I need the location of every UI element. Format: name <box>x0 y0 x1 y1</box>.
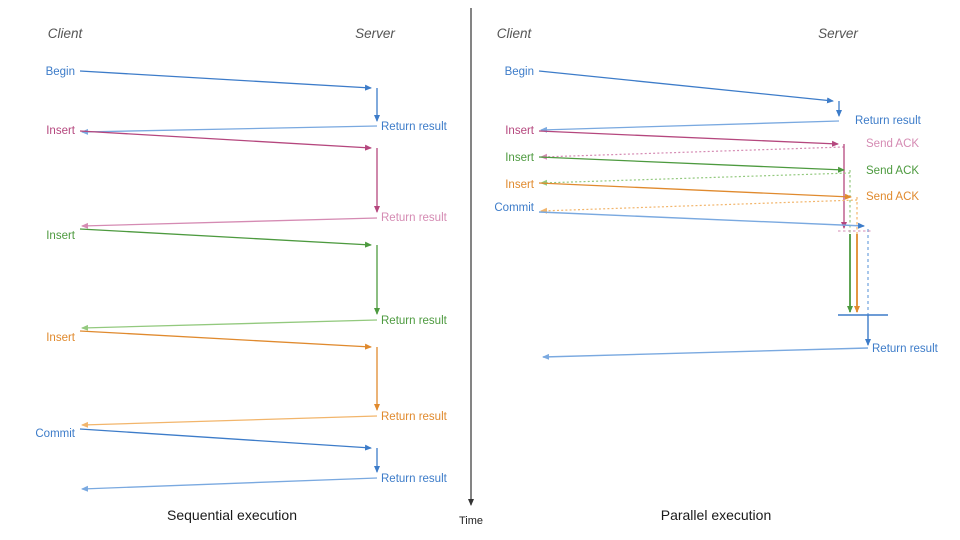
right-actor-client-label: Client <box>497 26 533 41</box>
left-message-group-insert-1: Insert Return result <box>46 125 448 229</box>
time-axis: Time <box>459 8 483 527</box>
right-reply-arrow-begin <box>540 120 840 133</box>
right-message-group-insert-1: Insert Send ACK <box>505 125 919 229</box>
right-ack-arrow-insert-2 <box>540 172 851 186</box>
left-msg-label-commit: Commit <box>35 428 75 440</box>
left-msg-label-insert-2: Insert <box>46 230 76 242</box>
left-reply-arrow-insert-2 <box>81 319 378 331</box>
right-msg-label-insert-1: Insert <box>505 125 535 137</box>
right-request-arrow-commit <box>538 211 865 229</box>
right-request-arrow-insert-2 <box>538 156 845 173</box>
right-message-group-commit: Commit Return result <box>494 202 939 360</box>
left-reply-arrow-insert-3 <box>81 415 378 428</box>
left-msg-label-begin: Begin <box>46 66 75 78</box>
right-ack-arrow-insert-1 <box>540 146 845 160</box>
right-actor-server-label: Server <box>818 26 858 41</box>
right-request-arrow-insert-3 <box>538 182 852 200</box>
right-request-arrow-insert-1 <box>538 130 839 147</box>
right-reply-arrow-commit <box>542 347 869 360</box>
right-reply-label-insert-2: Send ACK <box>866 165 919 177</box>
left-actor-client-label: Client <box>48 26 84 41</box>
left-request-arrow-insert-3 <box>79 330 372 350</box>
left-request-arrow-begin <box>79 70 372 91</box>
left-reply-arrow-insert-1 <box>81 217 378 229</box>
left-message-group-insert-2: Insert Return result <box>46 228 448 331</box>
left-panel-sequential: Client Server Begin Return result Insert… <box>35 26 447 523</box>
left-reply-label-insert-2: Return result <box>381 315 448 327</box>
time-axis-label: Time <box>459 515 483 527</box>
right-reply-label-commit: Return result <box>872 343 939 355</box>
left-reply-arrow-begin <box>81 125 378 135</box>
right-ack-arrow-insert-3 <box>540 199 858 214</box>
left-message-group-begin: Begin Return result <box>46 66 448 135</box>
left-reply-label-commit: Return result <box>381 473 448 485</box>
left-reply-label-insert-3: Return result <box>381 411 448 423</box>
left-request-arrow-insert-2 <box>79 228 372 248</box>
left-request-arrow-insert-1 <box>79 130 372 151</box>
left-reply-label-begin: Return result <box>381 121 448 133</box>
right-message-group-begin: Begin Return result <box>505 66 922 133</box>
right-reply-label-insert-1: Send ACK <box>866 138 919 150</box>
right-message-group-insert-2: Insert Send ACK <box>505 152 919 313</box>
left-reply-arrow-commit <box>81 477 378 492</box>
right-msg-label-commit: Commit <box>494 202 534 214</box>
right-request-arrow-begin <box>538 70 834 104</box>
right-message-group-insert-3: Insert Send ACK <box>505 179 919 313</box>
right-msg-label-insert-2: Insert <box>505 152 535 164</box>
left-msg-label-insert-1: Insert <box>46 125 76 137</box>
right-reply-label-insert-3: Send ACK <box>866 191 919 203</box>
left-message-group-commit: Commit Return result <box>35 428 448 492</box>
left-msg-label-insert-3: Insert <box>46 332 76 344</box>
right-panel-caption: Parallel execution <box>661 507 772 523</box>
right-reply-label-begin: Return result <box>855 115 922 127</box>
left-panel-caption: Sequential execution <box>167 507 297 523</box>
right-msg-label-insert-3: Insert <box>505 179 535 191</box>
right-msg-label-begin: Begin <box>505 66 534 78</box>
right-panel-parallel: Client Server Begin Return result Insert… <box>494 26 938 523</box>
left-request-arrow-commit <box>79 428 372 451</box>
left-message-group-insert-3: Insert Return result <box>46 330 448 428</box>
left-actor-server-label: Server <box>355 26 395 41</box>
left-reply-label-insert-1: Return result <box>381 212 448 224</box>
